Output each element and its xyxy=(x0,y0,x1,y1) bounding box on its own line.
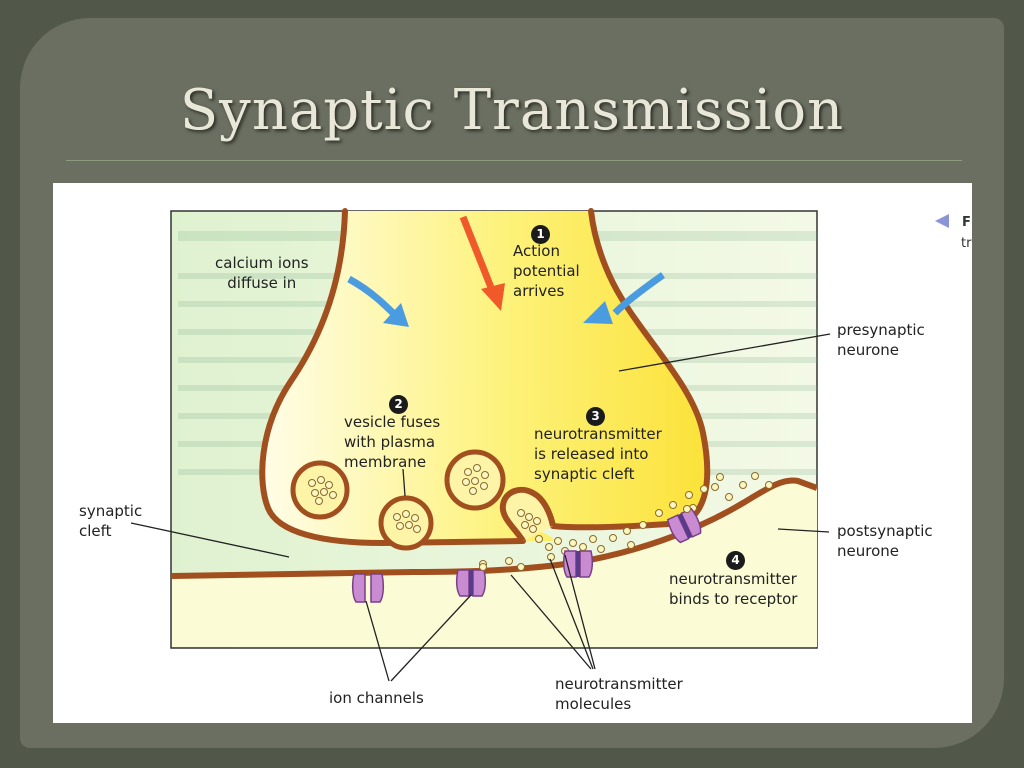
slide-title: Synaptic Transmission xyxy=(0,78,1024,143)
caption-triangle-icon xyxy=(935,214,949,228)
step-1-label: Action potential arrives xyxy=(513,241,580,301)
neurotransmitter-molecules-label: neurotransmitter molecules xyxy=(555,674,683,714)
vesicle xyxy=(293,463,347,517)
step-4-label: neurotransmitter binds to receptor xyxy=(669,569,797,609)
postsynaptic-label: postsynaptic neurone xyxy=(837,521,933,561)
step-4-badge: 4 xyxy=(726,551,745,570)
step-2-label: vesicle fuses with plasma membrane xyxy=(344,412,440,472)
step-3-label: neurotransmitter is released into synapt… xyxy=(534,424,662,484)
figure-panel: 1 2 3 4 Action potential arrives vesicle… xyxy=(53,183,972,723)
ion-channel xyxy=(457,570,486,596)
calcium-ions-label: calcium ions diffuse in xyxy=(215,253,309,293)
synaptic-cleft-label: synaptic cleft xyxy=(79,501,142,541)
cropped-caption-line-2: tr xyxy=(961,233,971,254)
ion-channels-label: ion channels xyxy=(329,688,424,708)
title-divider xyxy=(66,160,962,161)
presynaptic-label: presynaptic neurone xyxy=(837,320,925,360)
cropped-caption-line-1: F xyxy=(962,212,971,233)
